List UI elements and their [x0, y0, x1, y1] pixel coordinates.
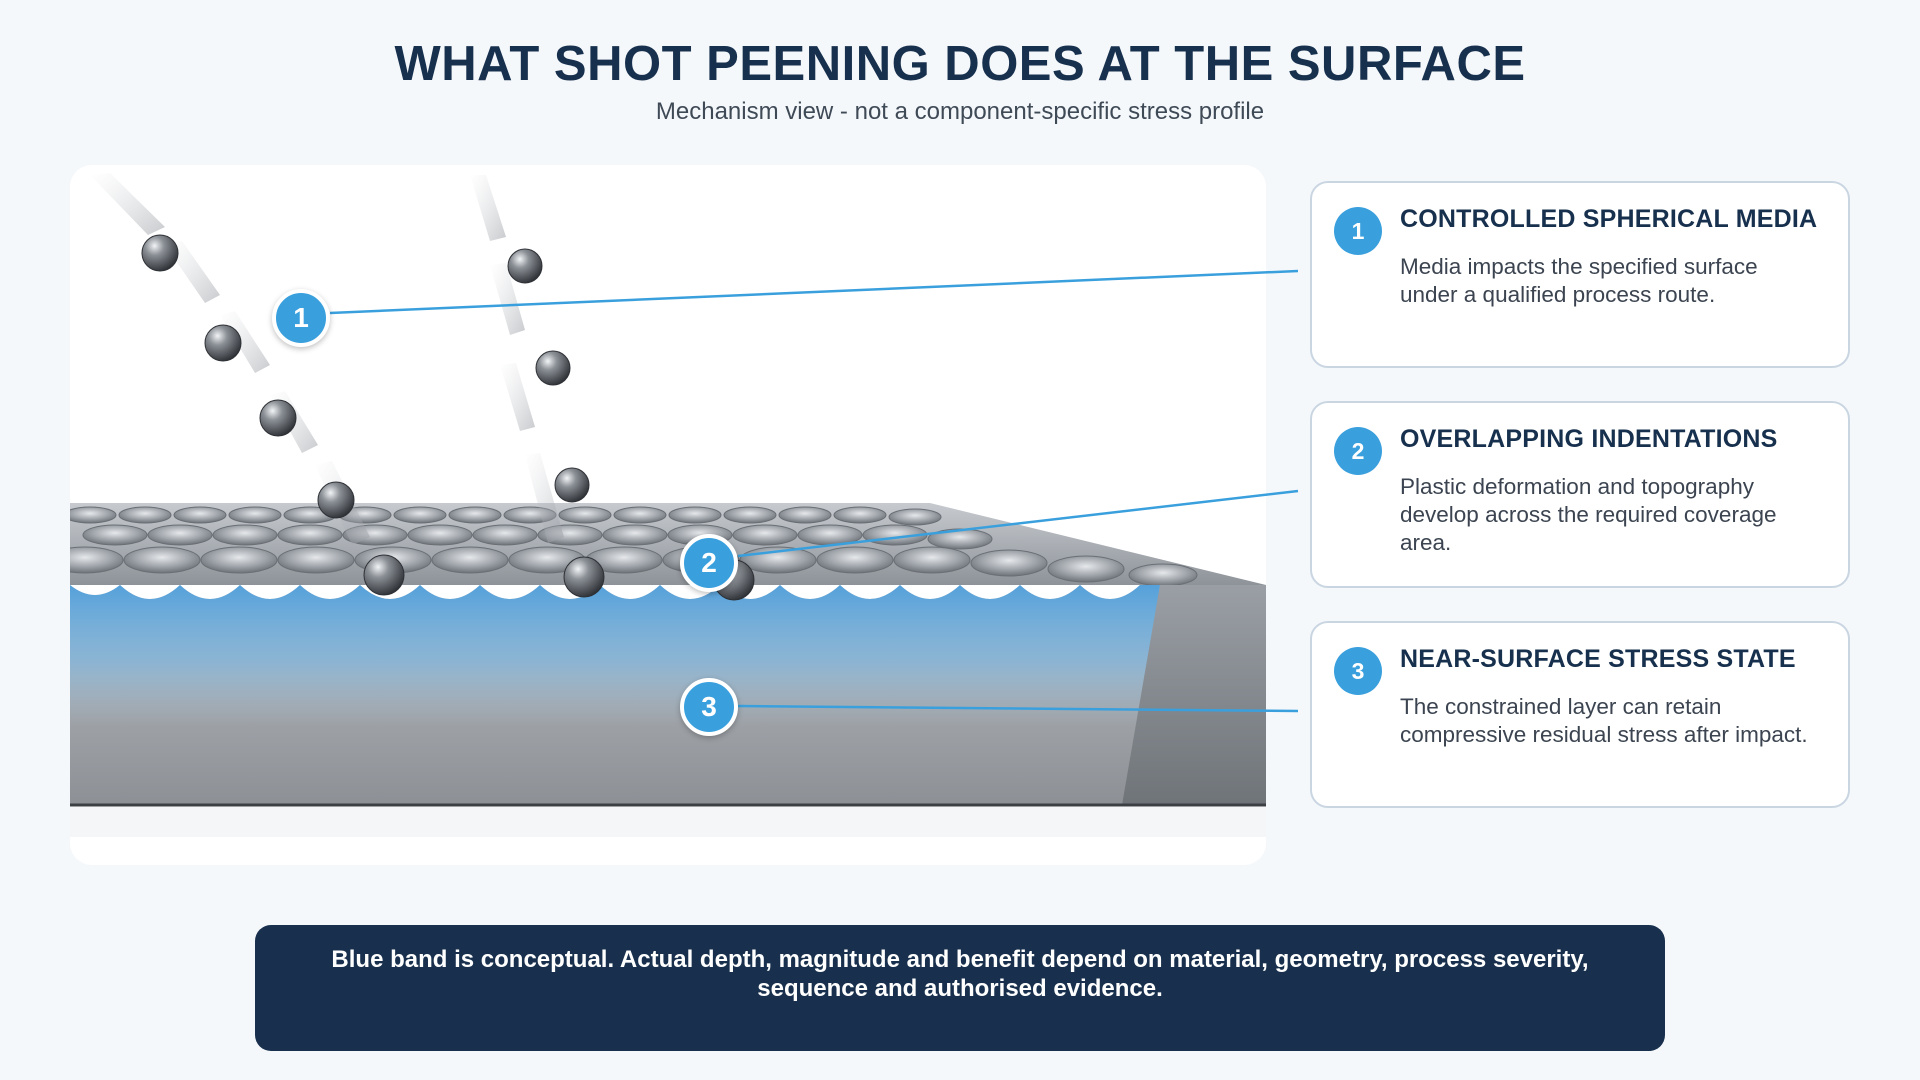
card-number-badge: 2: [1334, 427, 1382, 475]
card-body: The constrained layer can retain compres…: [1400, 694, 1808, 747]
card-number-badge: 1: [1334, 207, 1382, 255]
media-ball: [259, 399, 297, 437]
shot-peening-illustration: [70, 165, 1266, 865]
card-heading: OVERLAPPING INDENTATIONS: [1400, 425, 1778, 453]
metal-block-graphic: [70, 173, 1266, 837]
media-ball: [554, 467, 590, 503]
card-heading: NEAR-SURFACE STRESS STATE: [1400, 645, 1796, 673]
card-body: Plastic deformation and topography devel…: [1400, 474, 1777, 555]
disclaimer-text: Blue band is conceptual. Actual depth, m…: [331, 946, 1589, 1002]
card-number-badge: 3: [1334, 647, 1382, 695]
media-ball: [535, 350, 571, 386]
media-ball: [141, 234, 179, 272]
callout-marker-3: 3: [680, 678, 738, 736]
media-ball: [317, 481, 355, 519]
info-card-spherical-media: 1 CONTROLLED SPHERICAL MEDIA Media impac…: [1310, 181, 1850, 368]
media-ball: [204, 324, 242, 362]
callout-marker-2: 2: [680, 534, 738, 592]
media-ball: [563, 556, 605, 598]
info-card-stress-state: 3 NEAR-SURFACE STRESS STATE The constrai…: [1310, 621, 1850, 808]
media-ball: [507, 248, 543, 284]
card-body: Media impacts the specified surface unde…: [1400, 254, 1758, 307]
page-title: WHAT SHOT PEENING DOES AT THE SURFACE: [394, 37, 1526, 91]
page-subtitle: Mechanism view - not a component-specifi…: [655, 98, 1265, 125]
block-side-face: [1122, 585, 1266, 805]
card-heading: CONTROLLED SPHERICAL MEDIA: [1400, 205, 1818, 233]
media-ball: [363, 554, 405, 596]
disclaimer-banner: Blue band is conceptual. Actual depth, m…: [255, 925, 1665, 1051]
shot-media: [141, 234, 755, 601]
info-card-indentations: 2 OVERLAPPING INDENTATIONS Plastic defor…: [1310, 401, 1850, 588]
callout-marker-1: 1: [272, 289, 330, 347]
stress-band: [70, 585, 1160, 725]
